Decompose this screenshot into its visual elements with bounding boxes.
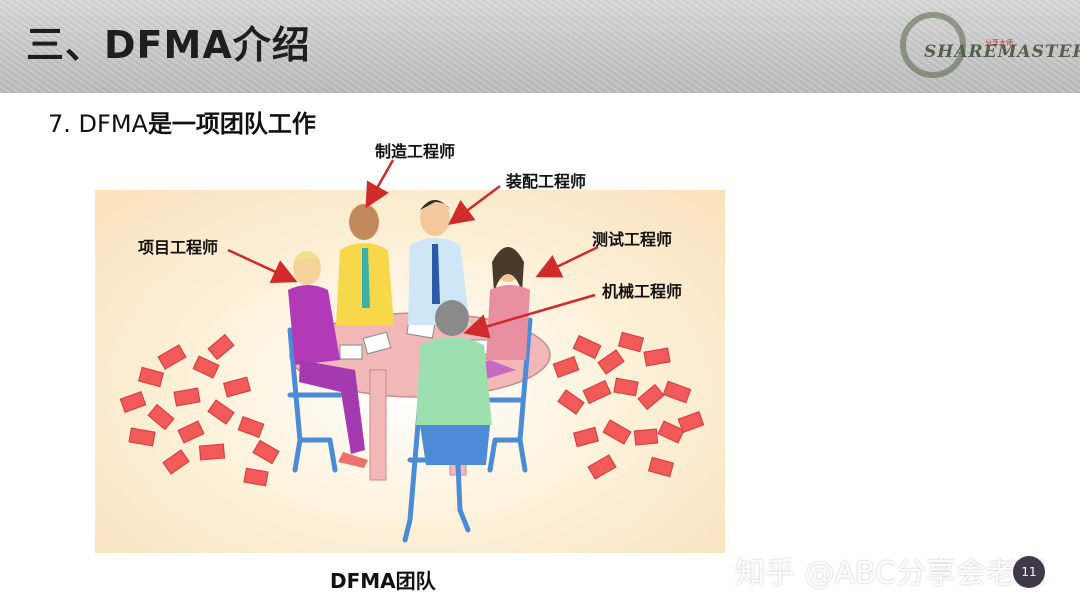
manufacturing-engineer-figure xyxy=(336,204,394,325)
sharemaster-logo: SHAREMASTER 分享大师 xyxy=(900,12,1080,86)
label-assembly-engineer: 装配工程师 xyxy=(506,172,587,191)
figure-caption: DFMA团队 xyxy=(330,569,436,593)
logo-ring xyxy=(900,12,966,78)
callout-arrows xyxy=(227,159,599,339)
label-project-engineer: 项目工程师 xyxy=(138,238,219,257)
label-mechanical-engineer: 机械工程师 xyxy=(602,282,683,301)
subtitle-suffix: 是一项团队工作 xyxy=(147,110,316,138)
logo-text: SHAREMASTER xyxy=(924,42,1080,62)
subtitle-prefix: 7. DFMA xyxy=(48,110,148,138)
watermark-text: 知乎 @ABC分享会老田 xyxy=(735,556,1047,591)
label-test-engineer: 测试工程师 xyxy=(592,230,673,249)
mechanical-engineer-figure xyxy=(416,300,492,465)
project-engineer-figure xyxy=(288,251,368,468)
right-brick-pile xyxy=(552,331,705,480)
slide-title: 三、DFMA介绍 xyxy=(26,23,311,67)
left-brick-pile xyxy=(119,333,280,487)
page-number-badge: 11 xyxy=(1013,556,1045,588)
label-manufacturing-engineer: 制造工程师 xyxy=(375,142,456,161)
logo-subtext: 分享大师 xyxy=(985,39,1013,47)
section-subtitle: 7. DFMA是一项团队工作 xyxy=(48,104,316,139)
